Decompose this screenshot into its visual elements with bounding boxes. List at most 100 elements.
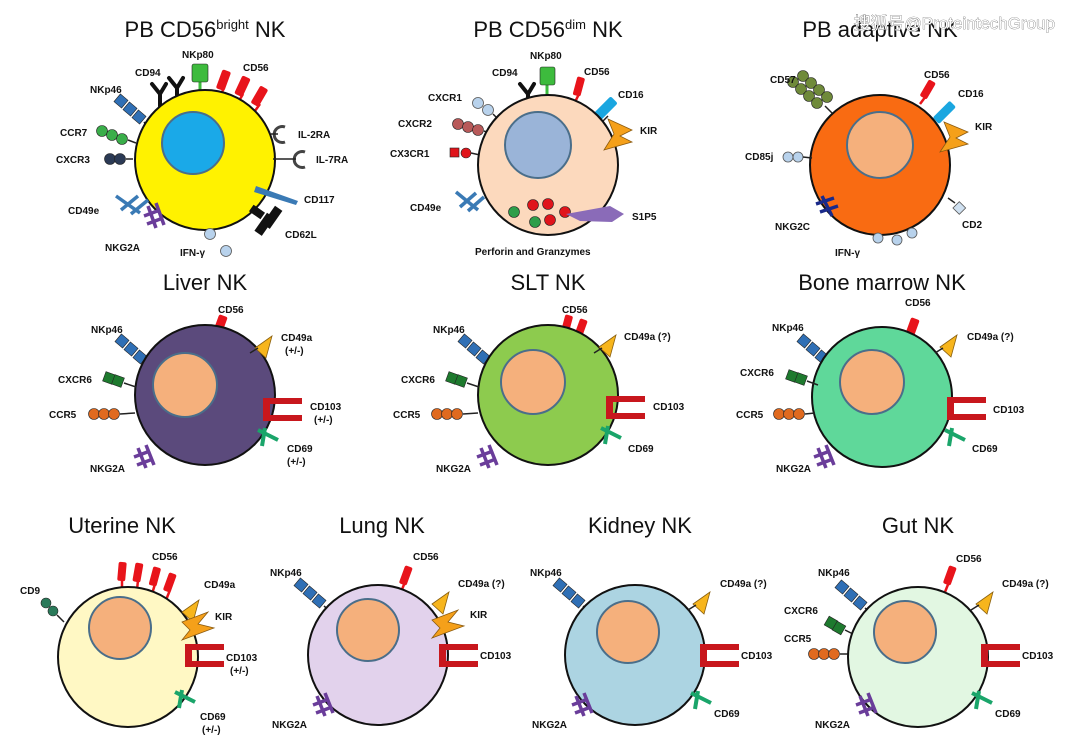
label-cd16: CD16 [618, 90, 644, 101]
cell-title: Lung NK [339, 513, 425, 538]
cd69-receptor [944, 427, 966, 447]
label-cx3cr1: CX3CR1 [390, 149, 430, 160]
label-nkg2a: NKG2A [105, 243, 140, 254]
label-cd94: CD94 [135, 68, 161, 79]
cd16-receptor [933, 101, 956, 124]
label-cd56: CD56 [243, 63, 269, 74]
cd103-receptor [700, 644, 739, 667]
label-kir: KIR [470, 610, 488, 621]
nucleus [873, 600, 937, 664]
label-cd49e: CD49e [410, 203, 442, 214]
ccr5-receptor [431, 408, 463, 420]
label-cd49a: CD49a (?) [1002, 579, 1049, 590]
label-nkp46: NKp46 [530, 568, 562, 579]
label-cd69: CD69 [972, 444, 998, 455]
cxcr1-receptor [472, 97, 494, 116]
nucleus [846, 111, 914, 179]
nucleus [500, 349, 566, 415]
label-il7ra: IL-7RA [316, 155, 348, 166]
label-nkp46: NKp46 [270, 568, 302, 579]
cd85j-receptor [782, 151, 804, 163]
label-cd103-note: (+/-) [314, 415, 333, 426]
kir-receptor [939, 121, 970, 153]
nkg2a-receptor [855, 692, 878, 717]
label-cd56: CD56 [956, 554, 982, 565]
cell-title: Gut NK [882, 513, 954, 538]
cd49a-receptor [181, 599, 200, 623]
label-cd49a: CD49a [204, 580, 236, 591]
cd103-receptor [185, 644, 224, 667]
cell-title: PB adaptive NK [802, 17, 958, 42]
label-cd56: CD56 [218, 305, 244, 316]
s1p5-receptor [566, 206, 624, 222]
label-cxcr6: CXCR6 [58, 375, 92, 386]
label-cd57: CD57 [770, 75, 796, 86]
kir-receptor [180, 611, 216, 641]
cd57-receptor [787, 70, 833, 109]
cd56-receptor [943, 565, 957, 593]
nkg2a-receptor [133, 444, 156, 469]
label-cd69: CD69 [287, 444, 313, 455]
cell-title: Uterine NK [68, 513, 176, 538]
label-ccr5: CCR5 [393, 410, 421, 421]
cell-title: Kidney NK [588, 513, 692, 538]
label-cd69: CD69 [628, 444, 654, 455]
label-cd49a: CD49a (?) [624, 332, 671, 343]
cd117-receptor [254, 186, 298, 205]
label-ccr7: CCR7 [60, 128, 88, 139]
nucleus [596, 600, 660, 664]
label-kir: KIR [640, 126, 658, 137]
cell-liver: Liver NK CD56 NKp46 CD4 [49, 270, 342, 475]
nkp46-receptor [293, 577, 327, 609]
ccr5-receptor [808, 648, 840, 660]
nucleus [839, 349, 905, 415]
nkp46-receptor [796, 333, 830, 365]
cd49a-receptor [975, 591, 994, 615]
cxcr6-receptor [102, 371, 125, 388]
label-cd16: CD16 [958, 89, 984, 100]
cd49e-receptor [114, 194, 150, 216]
label-nkg2c: NKG2C [775, 222, 810, 233]
label-cxcr2: CXCR2 [398, 119, 432, 130]
cd49a-receptor [939, 334, 958, 358]
label-cd69: CD69 [714, 709, 740, 720]
nkg2c-receptor [815, 195, 839, 217]
label-cd56: CD56 [152, 552, 178, 563]
label-nkg2a: NKG2A [436, 464, 471, 475]
nucleus [504, 111, 572, 179]
cd56-receptor [117, 561, 177, 601]
nkg2a-receptor [312, 692, 335, 717]
nucleus [161, 111, 225, 175]
nkg2a-receptor [143, 202, 166, 229]
cd62l-receptor [248, 204, 283, 236]
label-ccr5: CCR5 [736, 410, 764, 421]
cd69-receptor [257, 427, 279, 447]
label-cd103: CD103 [310, 402, 342, 413]
label-cd49e: CD49e [68, 206, 100, 217]
cell-bone-marrow: Bone marrow NK CD56 NKp46 [736, 270, 1025, 475]
ccr7-receptor [96, 125, 128, 145]
label-ccr5: CCR5 [49, 410, 77, 421]
label-cxcr6: CXCR6 [740, 368, 774, 379]
kir-receptor [430, 609, 466, 639]
label-nkp80: NKp80 [182, 50, 214, 61]
cxcr6-receptor [823, 615, 847, 636]
label-cd49a-note: (+/-) [285, 346, 304, 357]
cd69-receptor [174, 689, 196, 709]
cd49a-receptor [254, 335, 273, 359]
label-kir: KIR [975, 122, 993, 133]
label-cd49a: CD49a (?) [458, 579, 505, 590]
cxcr2-receptor [452, 118, 484, 136]
cell-pb-adaptive: PB adaptive NK CD57 CD56 CD16 KIR [745, 17, 993, 259]
label-cd56: CD56 [413, 552, 439, 563]
label-cd56: CD56 [924, 70, 950, 81]
label-cd69: CD69 [995, 709, 1021, 720]
label-nkg2a: NKG2A [776, 464, 811, 475]
cell-pb-bright: PB CD56bright NK [56, 17, 348, 259]
kir-receptor [603, 118, 634, 151]
label-nkp46: NKp46 [818, 568, 850, 579]
label-nkg2a: NKG2A [272, 720, 307, 731]
label-cd62l: CD62L [285, 230, 317, 241]
label-cd103: CD103 [741, 651, 773, 662]
